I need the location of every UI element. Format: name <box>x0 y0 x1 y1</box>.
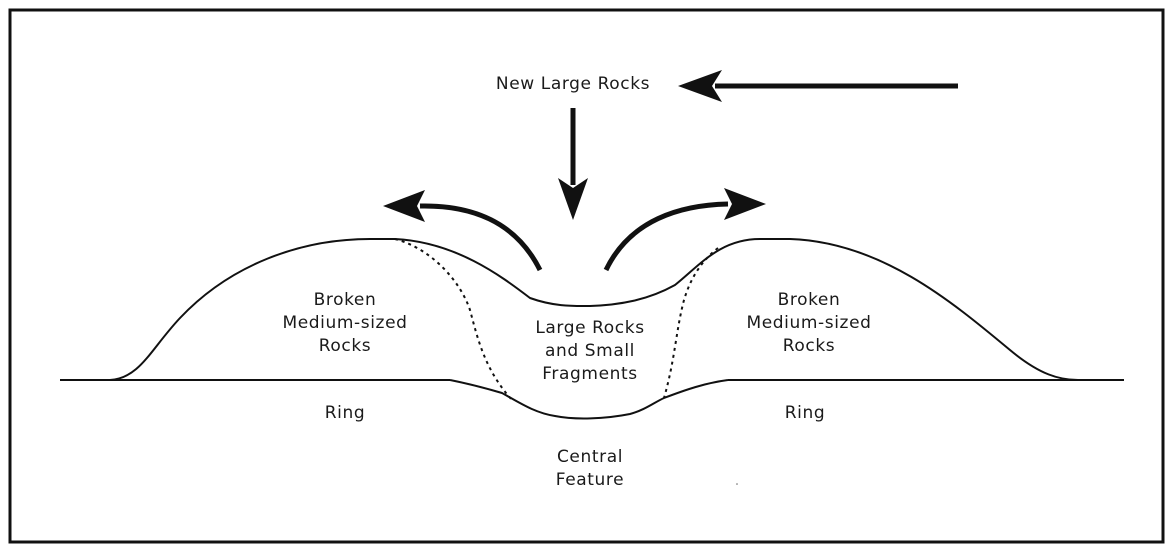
label-left-mound: Broken Medium-sized Rocks <box>260 289 430 358</box>
dotted-boundary-left <box>394 238 513 401</box>
label-right-ring: Ring <box>760 402 850 425</box>
ejecta-arrow-right <box>603 188 766 272</box>
diagram-frame <box>8 8 1165 544</box>
incoming-arrow-vertical <box>558 108 588 220</box>
label-central-feature: Central Feature <box>520 446 660 492</box>
label-new-large-rocks: New Large Rocks <box>468 73 678 96</box>
ejecta-arrow-left <box>383 190 543 272</box>
label-right-mound: Broken Medium-sized Rocks <box>724 289 894 358</box>
label-new-large-rocks-text: New Large Rocks <box>495 74 651 94</box>
central-depression <box>449 379 729 420</box>
label-left-mound-line2: Medium-sized <box>282 313 408 333</box>
incoming-arrow-horizontal <box>678 70 958 102</box>
label-left-mound-line1: Broken <box>313 290 377 310</box>
label-central-feature-line1: Central <box>556 447 624 467</box>
stray-dot <box>736 483 738 485</box>
label-left-ring-text: Ring <box>324 403 366 423</box>
label-center-fill: Large Rocks and Small Fragments <box>510 317 670 386</box>
label-right-mound-line1: Broken <box>777 290 841 310</box>
label-center-fill-line3: Fragments <box>542 364 638 384</box>
label-right-mound-line3: Rocks <box>782 336 836 356</box>
dotted-boundary-right <box>663 247 719 399</box>
label-right-ring-text: Ring <box>784 403 826 423</box>
label-central-feature-line2: Feature <box>555 470 625 490</box>
label-left-mound-line3: Rocks <box>318 336 372 356</box>
label-left-ring: Ring <box>300 402 390 425</box>
mound-profile <box>109 238 1079 381</box>
label-right-mound-line2: Medium-sized <box>746 313 872 333</box>
label-center-fill-line1: Large Rocks <box>535 318 645 338</box>
label-center-fill-line2: and Small <box>544 341 635 361</box>
